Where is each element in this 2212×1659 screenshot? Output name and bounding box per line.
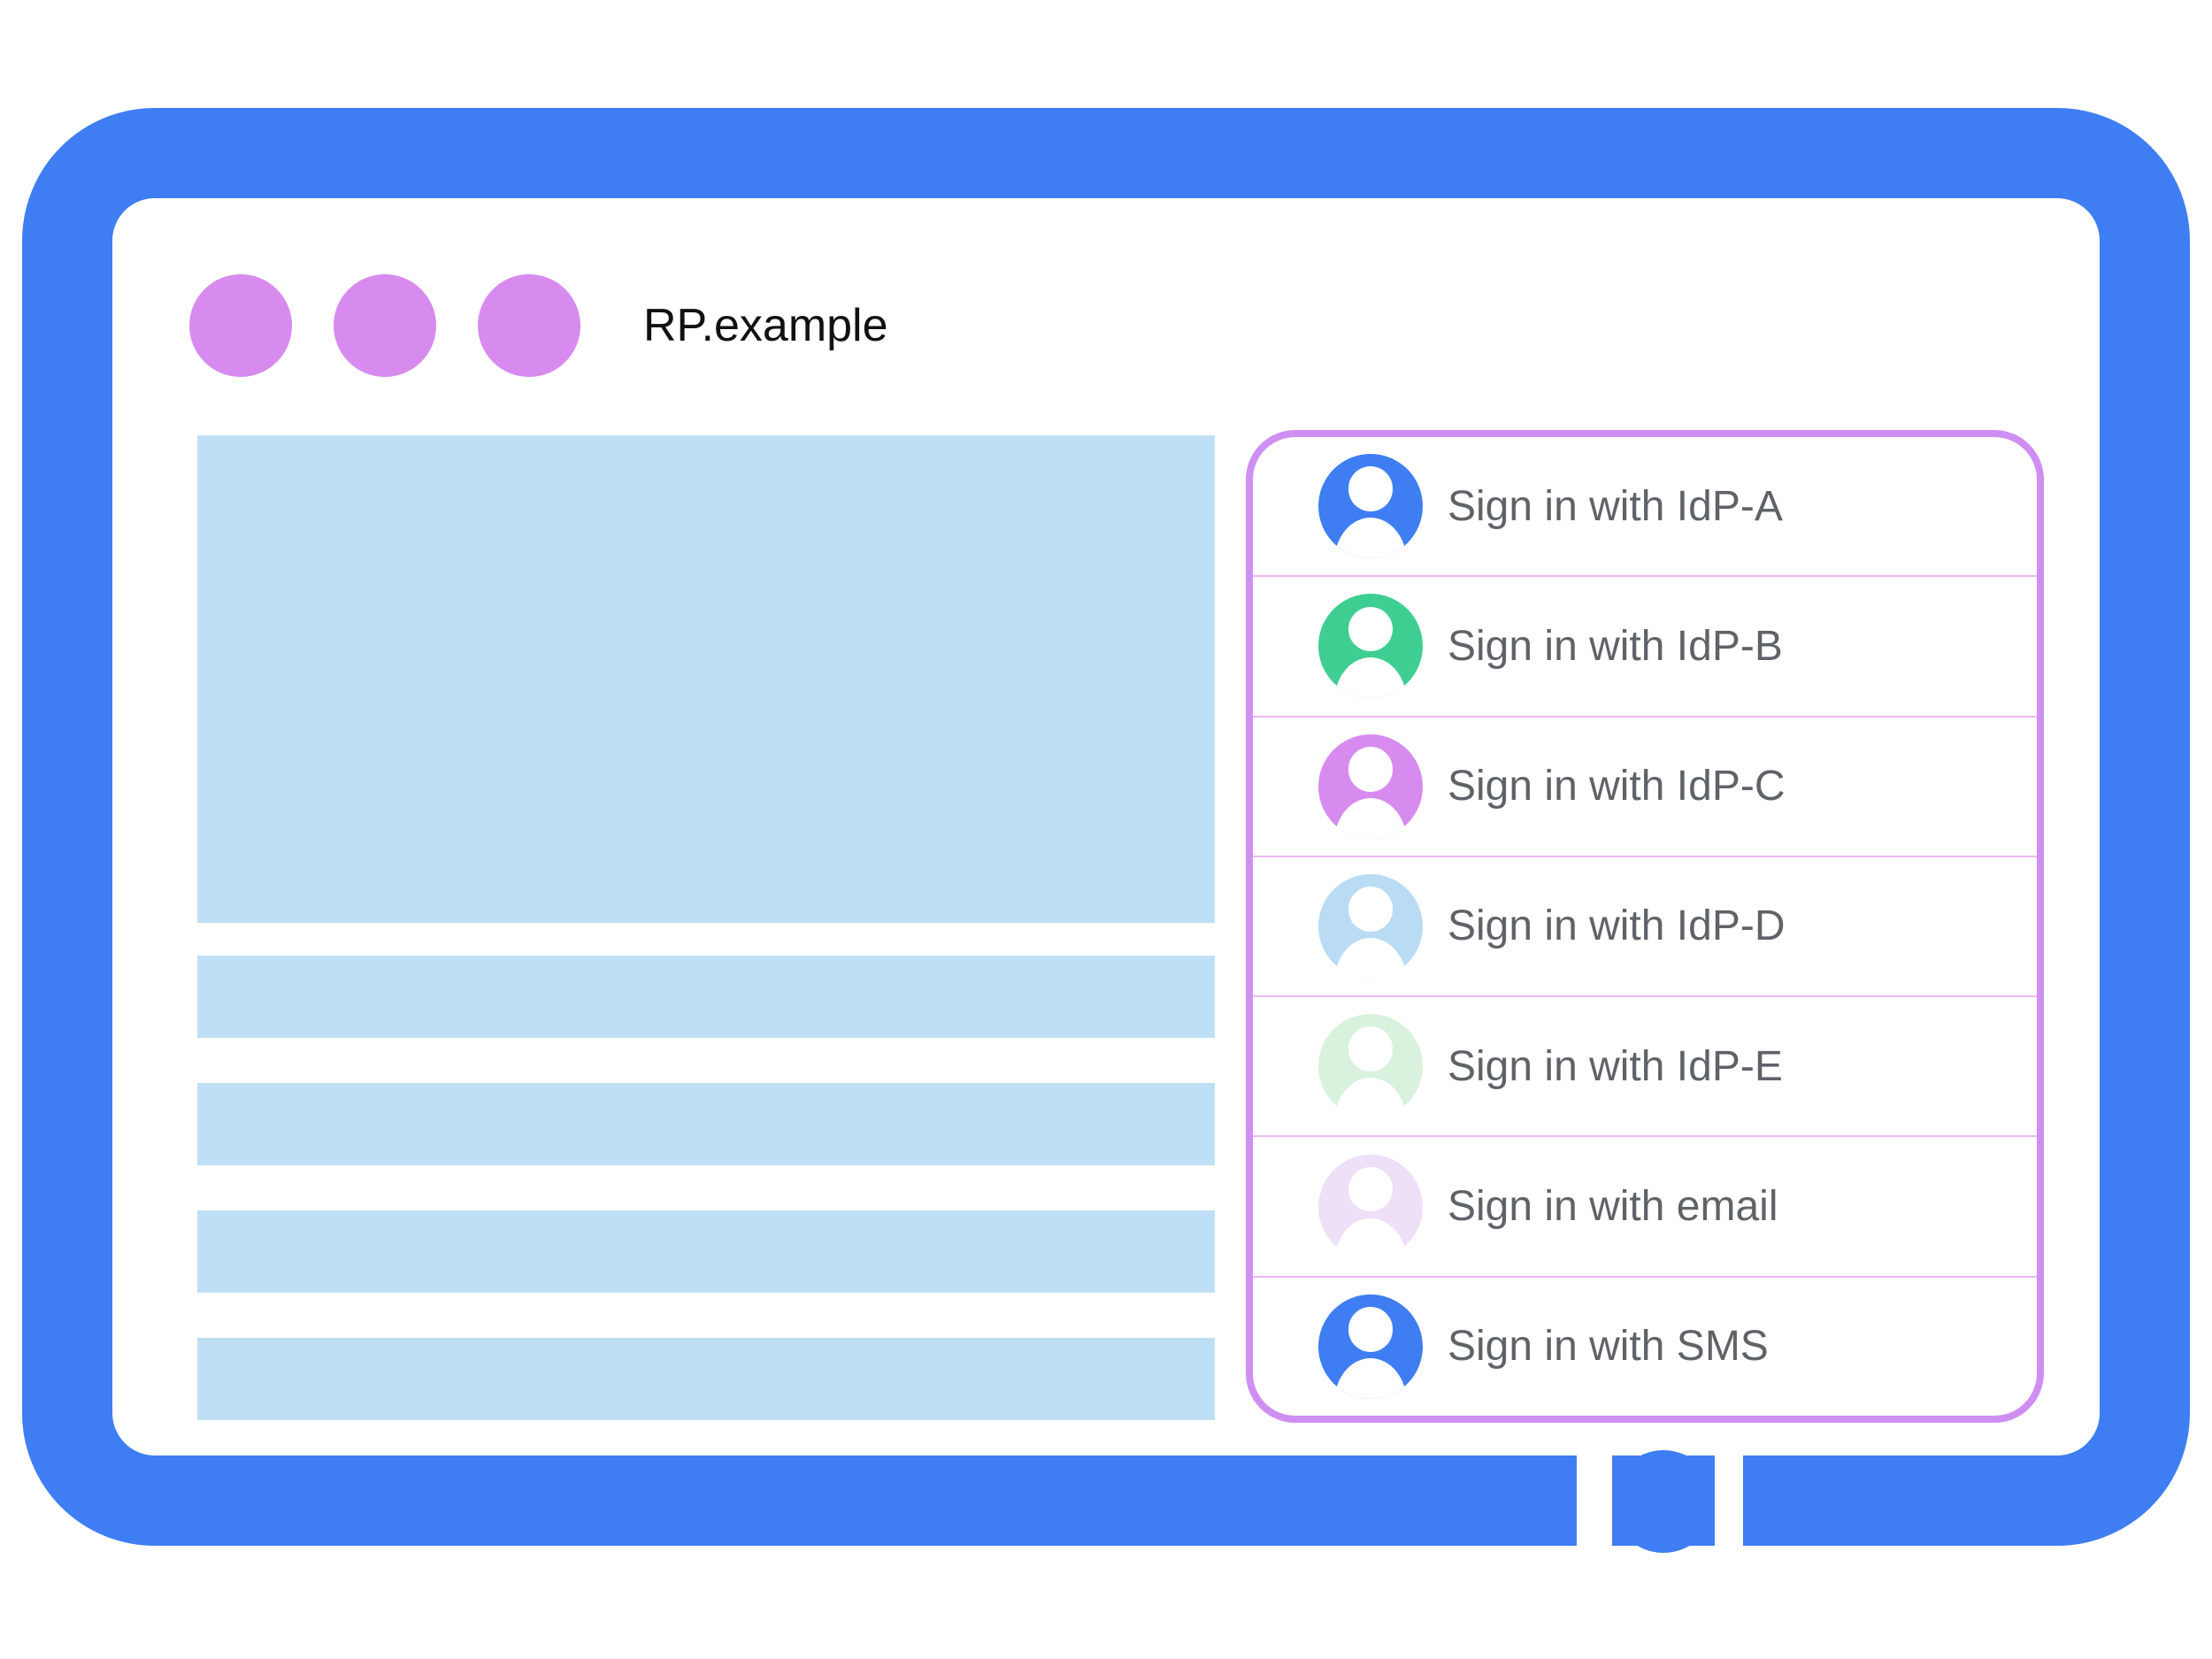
content-placeholder-hero (197, 435, 1215, 923)
page-title: RP.example (643, 300, 888, 351)
window-controls (189, 274, 580, 377)
signin-option-label: Sign in with IdP-B (1448, 622, 1783, 670)
content-placeholder-bar (197, 1210, 1215, 1293)
person-avatar-icon (1318, 1154, 1423, 1259)
signin-option-label: Sign in with email (1448, 1183, 1778, 1231)
signin-option[interactable]: Sign in with IdP-D (1253, 855, 2037, 995)
window-control-dot (334, 274, 436, 377)
signin-option[interactable]: Sign in with IdP-E (1253, 995, 2037, 1135)
signin-option-label: Sign in with IdP-E (1448, 1042, 1783, 1090)
window-titlebar: RP.example (189, 274, 888, 377)
frame-notch-gap (1577, 1449, 1612, 1554)
home-button[interactable] (1612, 1450, 1715, 1553)
frame-bar-cap (1743, 1455, 1816, 1546)
frame-bar-cap (1504, 1455, 1577, 1546)
person-avatar-icon (1318, 733, 1423, 839)
content-placeholder-bar (197, 1083, 1215, 1165)
signin-option-label: Sign in with IdP-A (1448, 482, 1783, 530)
signin-option[interactable]: Sign in with IdP-A (1253, 437, 2037, 575)
signin-option-label: Sign in with IdP-C (1448, 763, 1786, 810)
signin-option[interactable]: Sign in with IdP-B (1253, 575, 2037, 715)
person-avatar-icon (1318, 454, 1423, 559)
signin-option-label: Sign in with IdP-D (1448, 902, 1786, 950)
frame-notch-gap (1715, 1449, 1743, 1554)
signin-panel: Sign in with IdP-A Sign in with IdP-B Sign… (1246, 430, 2044, 1423)
content-placeholder-bar (197, 1338, 1215, 1420)
signin-option-label: Sign in with SMS (1448, 1323, 1769, 1371)
signin-option[interactable]: Sign in with email (1253, 1135, 2037, 1275)
window-control-dot (478, 274, 580, 377)
window-control-dot (189, 274, 292, 377)
person-avatar-icon (1318, 873, 1423, 979)
content-placeholder-bars (197, 956, 1215, 1420)
person-avatar-icon (1318, 1014, 1423, 1119)
signin-option[interactable]: Sign in with IdP-C (1253, 715, 2037, 856)
signin-option[interactable]: Sign in with SMS (1253, 1275, 2037, 1416)
person-avatar-icon (1318, 1294, 1423, 1399)
content-placeholder-bar (197, 956, 1215, 1038)
person-avatar-icon (1318, 594, 1423, 699)
